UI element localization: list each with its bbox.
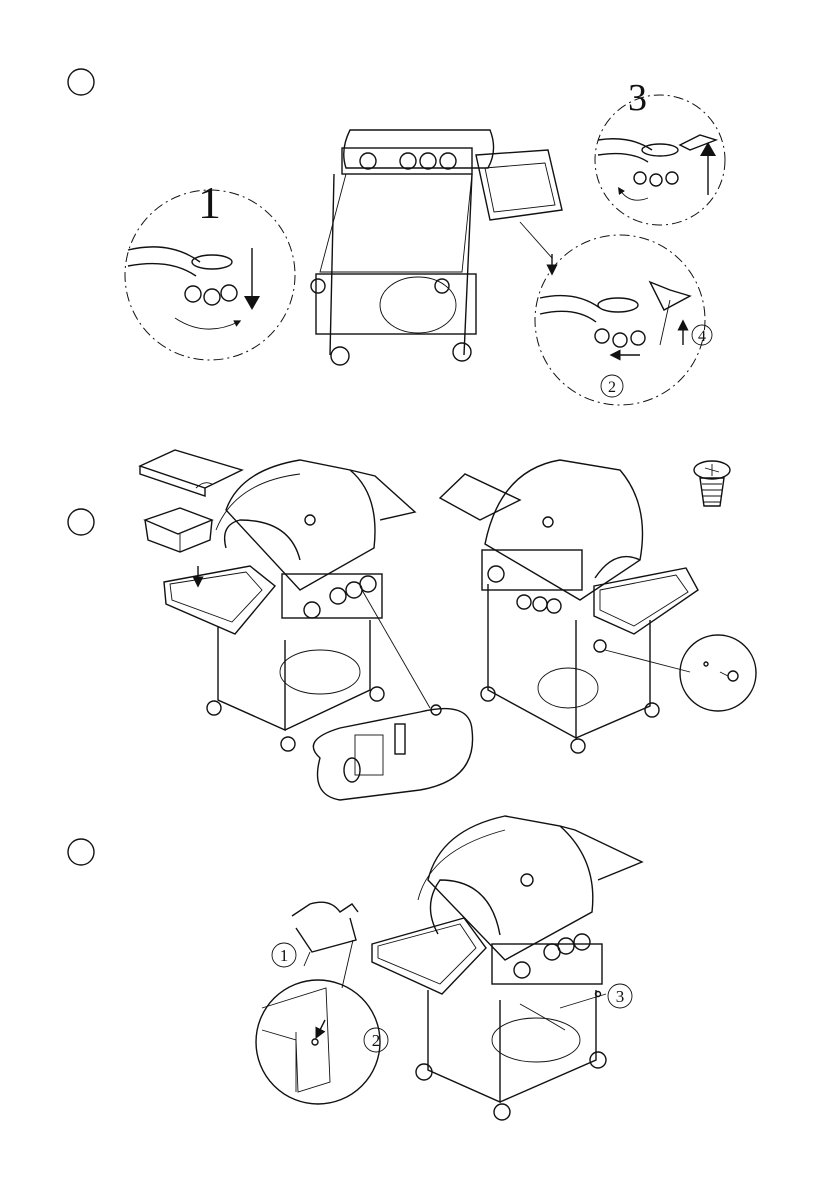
grill-step-2-left: [164, 460, 415, 751]
side-burner-pan: [145, 508, 212, 552]
callout-4: 4: [698, 328, 706, 345]
grill-step-3: 3: [372, 816, 642, 1120]
knob-detail-bubble: [313, 590, 472, 800]
callout-2: 2: [608, 379, 616, 396]
screw-icon: [694, 461, 730, 506]
screw-detail-circle: [680, 635, 756, 711]
grill-step-1: [311, 130, 562, 365]
detail-1-label: 1: [198, 177, 221, 228]
side-shelf-lid: [140, 450, 242, 496]
bracket-detail-circle: 2: [256, 940, 388, 1104]
hose-bracket: 1: [272, 902, 358, 967]
step-1-marker: [68, 69, 94, 95]
detail-circle-1: 1: [125, 177, 295, 360]
callout-3-1: 1: [280, 946, 289, 965]
detail-3-label: 3: [628, 77, 647, 119]
callout-3-3: 3: [616, 987, 625, 1006]
step-3-marker: [68, 839, 94, 865]
grill-step-2-right: [440, 460, 698, 753]
detail-circle-2-4: 4 2: [535, 235, 712, 405]
step-2-marker: [68, 509, 94, 535]
detail-circle-3: 3: [595, 77, 725, 225]
callout-3-2: 2: [372, 1031, 381, 1050]
washer-icon: [704, 662, 708, 666]
